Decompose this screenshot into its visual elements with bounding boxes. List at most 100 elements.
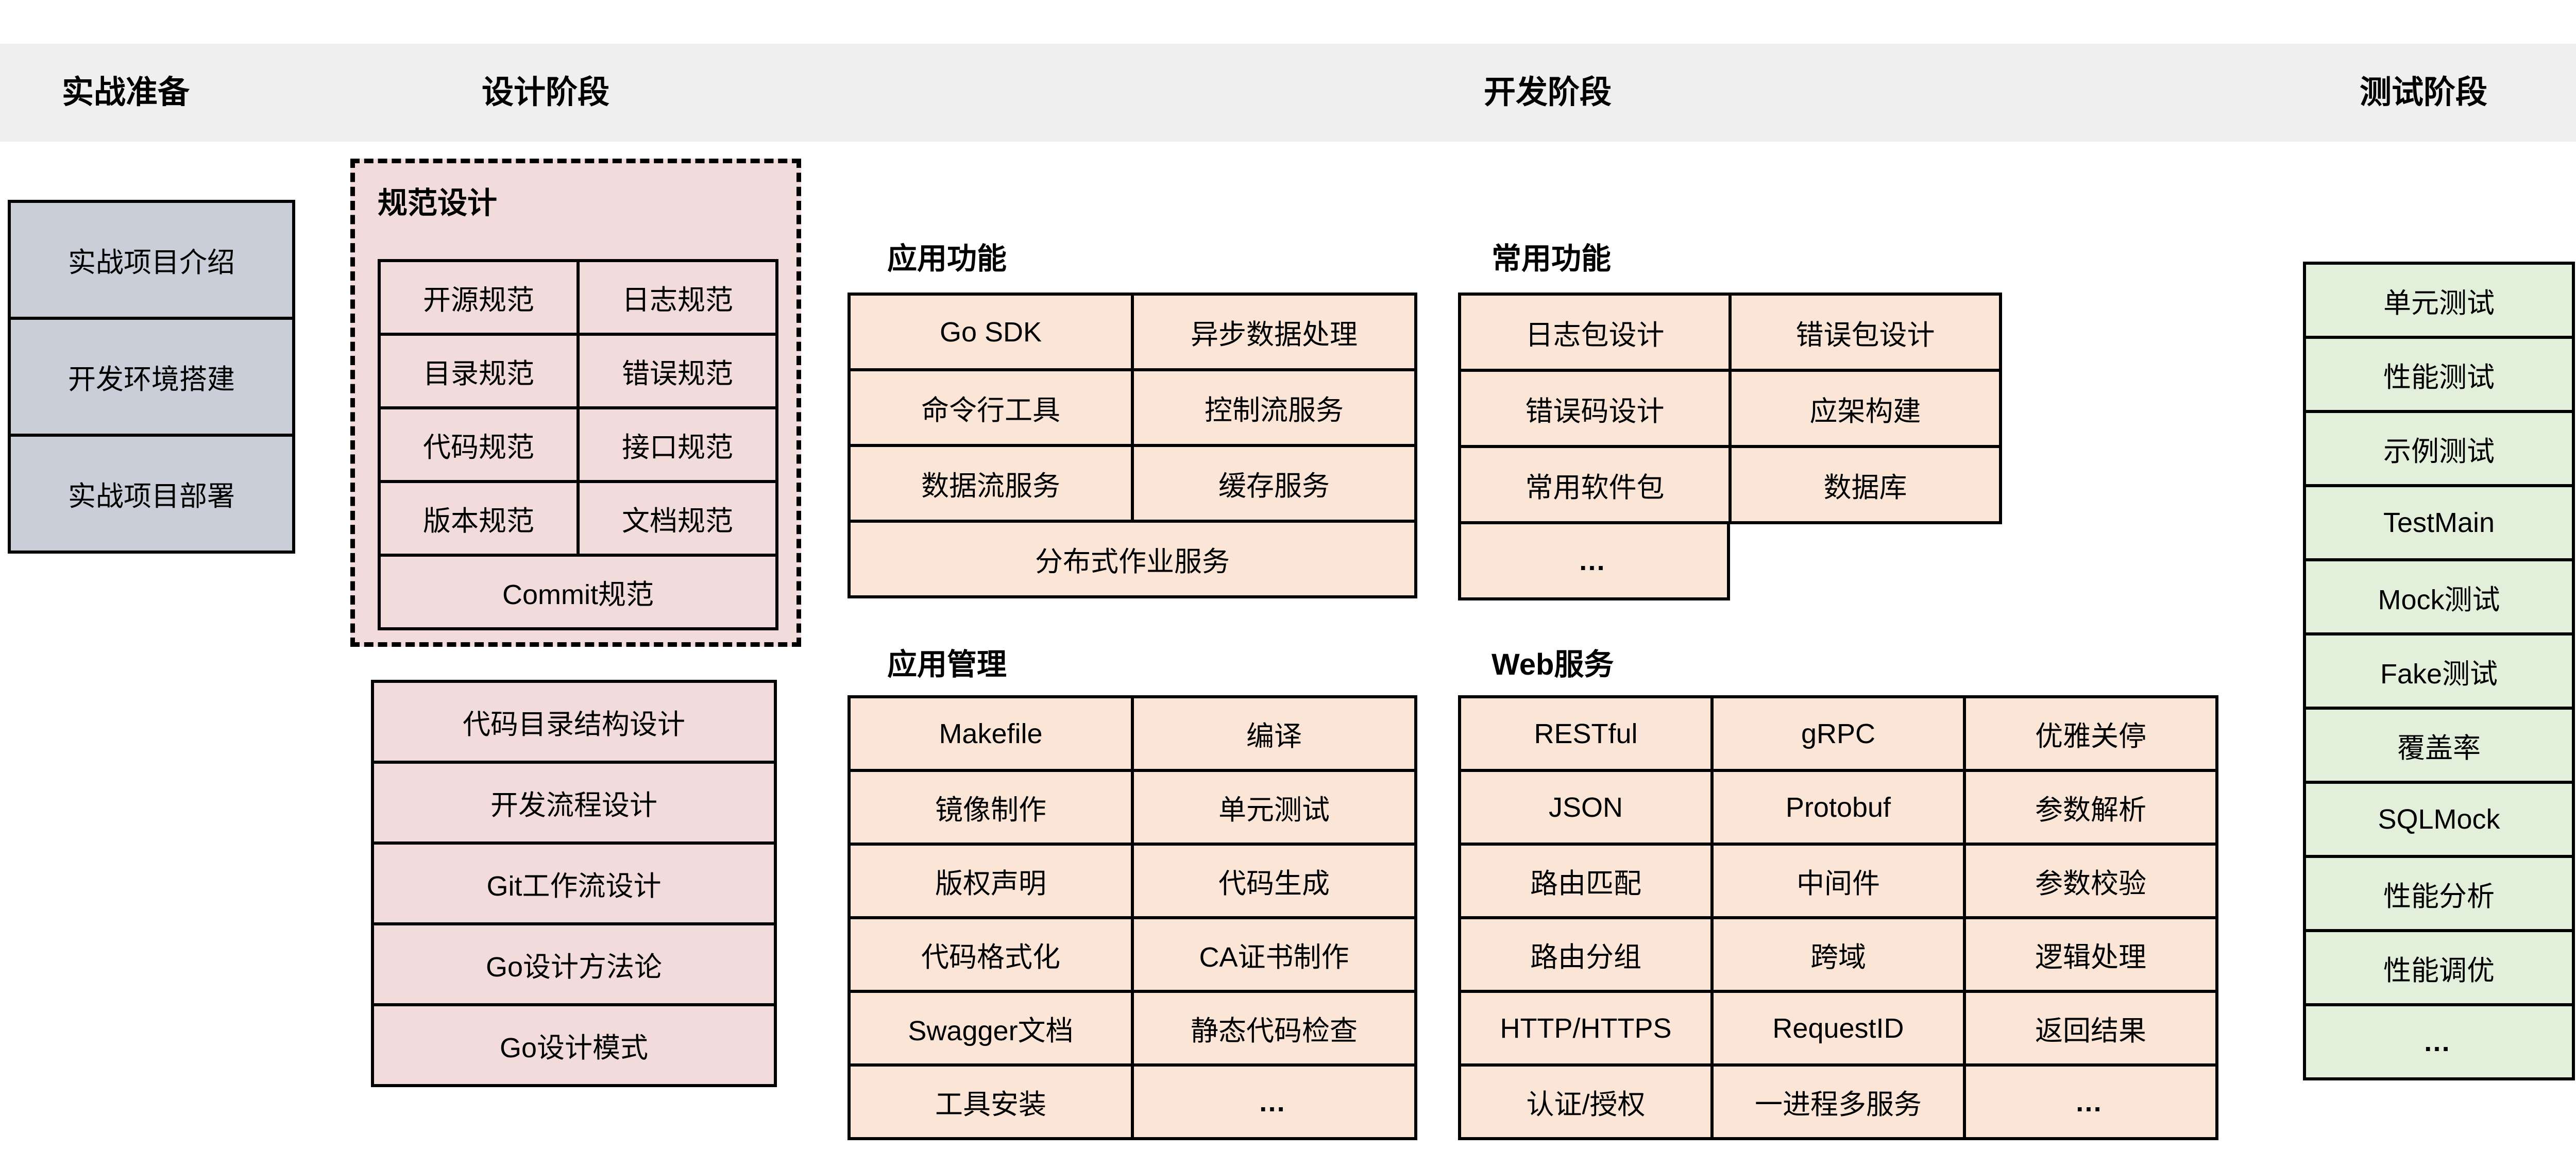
app-features-title: 应用功能 <box>887 242 1007 276</box>
table-row: 镜像制作 单元测试 <box>851 772 1417 846</box>
table-cell: 工具安装 <box>851 1067 1134 1140</box>
list-item: 性能调优 <box>2306 932 2575 1006</box>
table-cell-commit: Commit规范 <box>381 557 778 630</box>
design-methodology-list: 代码目录结构设计 开发流程设计 Git工作流设计 Go设计方法论 Go设计模式 <box>371 680 777 1087</box>
table-cell: Go SDK <box>851 296 1134 371</box>
list-item: 性能测试 <box>2306 339 2575 413</box>
table-cell: 单元测试 <box>1134 772 1417 846</box>
phase-label-development: 开发阶段 <box>1484 75 1612 110</box>
table-cell-span: 分布式作业服务 <box>851 523 1417 598</box>
table-cell: 命令行工具 <box>851 371 1134 447</box>
table-cell: CA证书制作 <box>1134 919 1417 993</box>
testing-list: 单元测试 性能测试 示例测试 TestMain Mock测试 Fake测试 覆盖… <box>2303 262 2575 1080</box>
table-cell: 跨域 <box>1714 919 1966 993</box>
table-cell: 镜像制作 <box>851 772 1134 846</box>
table-cell: 中间件 <box>1714 846 1966 919</box>
table-row: 目录规范 错误规范 <box>381 336 778 409</box>
table-row: Swagger文档 静态代码检查 <box>851 993 1417 1067</box>
spec-design-table: 开源规范 日志规范 目录规范 错误规范 代码规范 接口规范 版本规范 文档规范 … <box>378 259 778 630</box>
table-cell: 应架构建 <box>1732 372 2002 448</box>
table-cell-ellipsis: … <box>1134 1067 1417 1140</box>
list-item-label: 实战项目部署 <box>11 437 295 554</box>
table-cell: RequestID <box>1714 993 1966 1067</box>
table-row: 认证/授权 一进程多服务 … <box>1461 1067 2218 1140</box>
table-cell: 代码格式化 <box>851 919 1134 993</box>
table-cell: 数据库 <box>1732 448 2002 524</box>
table-cell: 认证/授权 <box>1461 1067 1714 1140</box>
list-item: Mock测试 <box>2306 561 2575 635</box>
list-item: 实战项目介绍 <box>11 203 295 320</box>
table-cell: 参数解析 <box>1966 772 2218 846</box>
list-item-label: 开发环境搭建 <box>11 320 295 437</box>
table-row: 版本规范 文档规范 <box>381 483 778 557</box>
list-item: 开发环境搭建 <box>11 320 295 437</box>
list-item-label: TestMain <box>2306 487 2575 561</box>
web-service-title: Web服务 <box>1492 648 1614 681</box>
list-item-label: 实战项目介绍 <box>11 203 295 320</box>
table-cell: RESTful <box>1461 698 1714 772</box>
list-item-label: 覆盖率 <box>2306 710 2575 784</box>
table-row: 代码规范 接口规范 <box>381 409 778 483</box>
list-item-label: 性能调优 <box>2306 932 2575 1006</box>
common-features-title: 常用功能 <box>1492 242 1612 276</box>
list-item: 开发流程设计 <box>374 764 777 845</box>
table-row: … <box>1461 524 2002 600</box>
list-item-label: SQLMock <box>2306 784 2575 858</box>
list-item-label: Fake测试 <box>2306 635 2575 710</box>
table-cell: 缓存服务 <box>1134 447 1417 523</box>
list-item-label: Mock测试 <box>2306 561 2575 635</box>
list-item: SQLMock <box>2306 784 2575 858</box>
table-row: 代码格式化 CA证书制作 <box>851 919 1417 993</box>
table-row: JSON Protobuf 参数解析 <box>1461 772 2218 846</box>
phase-label-testing: 测试阶段 <box>2360 75 2488 110</box>
table-cell: 一进程多服务 <box>1714 1067 1966 1140</box>
table-cell: 优雅关停 <box>1966 698 2218 772</box>
table-cell: 文档规范 <box>580 483 778 557</box>
table-cell: HTTP/HTTPS <box>1461 993 1714 1067</box>
list-item: TestMain <box>2306 487 2575 561</box>
table-row: 版权声明 代码生成 <box>851 846 1417 919</box>
table-cell-ellipsis: … <box>1461 524 1730 600</box>
list-item-label: 代码目录结构设计 <box>374 683 777 764</box>
table-cell: 版权声明 <box>851 846 1134 919</box>
list-item: Go设计模式 <box>374 1006 777 1087</box>
table-row: HTTP/HTTPS RequestID 返回结果 <box>1461 993 2218 1067</box>
table-row: 常用软件包 数据库 <box>1461 448 2002 524</box>
table-row: 数据流服务 缓存服务 <box>851 447 1417 523</box>
spec-design-box: 规范设计 开源规范 日志规范 目录规范 错误规范 代码规范 接口规范 版本规范 … <box>350 159 801 647</box>
table-cell: gRPC <box>1714 698 1966 772</box>
list-item-label: 示例测试 <box>2306 413 2575 487</box>
list-item: 代码目录结构设计 <box>374 683 777 764</box>
list-item: 覆盖率 <box>2306 710 2575 784</box>
phase-label-design: 设计阶段 <box>482 75 610 110</box>
table-row: 路由匹配 中间件 参数校验 <box>1461 846 2218 919</box>
list-item-ellipsis: … <box>2306 1006 2575 1080</box>
table-row: 开源规范 日志规范 <box>381 262 778 336</box>
table-row: 命令行工具 控制流服务 <box>851 371 1417 447</box>
table-cell: 代码生成 <box>1134 846 1417 919</box>
table-cell: 参数校验 <box>1966 846 2218 919</box>
table-cell: 日志包设计 <box>1461 296 1732 372</box>
table-cell: 错误包设计 <box>1732 296 2002 372</box>
list-item: Go设计方法论 <box>374 925 777 1006</box>
list-item: Git工作流设计 <box>374 845 777 925</box>
list-item-label: 单元测试 <box>2306 265 2575 339</box>
table-cell: 编译 <box>1134 698 1417 772</box>
table-cell: 错误规范 <box>580 336 778 409</box>
table-cell: 控制流服务 <box>1134 371 1417 447</box>
table-cell: 路由匹配 <box>1461 846 1714 919</box>
table-cell: 错误码设计 <box>1461 372 1732 448</box>
list-item-label: 性能测试 <box>2306 339 2575 413</box>
list-item: Fake测试 <box>2306 635 2575 710</box>
list-item-label: 开发流程设计 <box>374 764 777 845</box>
table-cell: Swagger文档 <box>851 993 1134 1067</box>
table-cell: JSON <box>1461 772 1714 846</box>
common-features-table: 日志包设计 错误包设计 错误码设计 应架构建 常用软件包 数据库 … <box>1458 293 2002 600</box>
table-row: 路由分组 跨域 逻辑处理 <box>1461 919 2218 993</box>
table-cell: 目录规范 <box>381 336 580 409</box>
table-cell-ellipsis: … <box>1966 1067 2218 1140</box>
app-features-table: Go SDK 异步数据处理 命令行工具 控制流服务 数据流服务 缓存服务 分布式… <box>848 293 1417 598</box>
table-cell: 数据流服务 <box>851 447 1134 523</box>
list-item: … <box>2306 1006 2575 1080</box>
table-row: RESTful gRPC 优雅关停 <box>1461 698 2218 772</box>
